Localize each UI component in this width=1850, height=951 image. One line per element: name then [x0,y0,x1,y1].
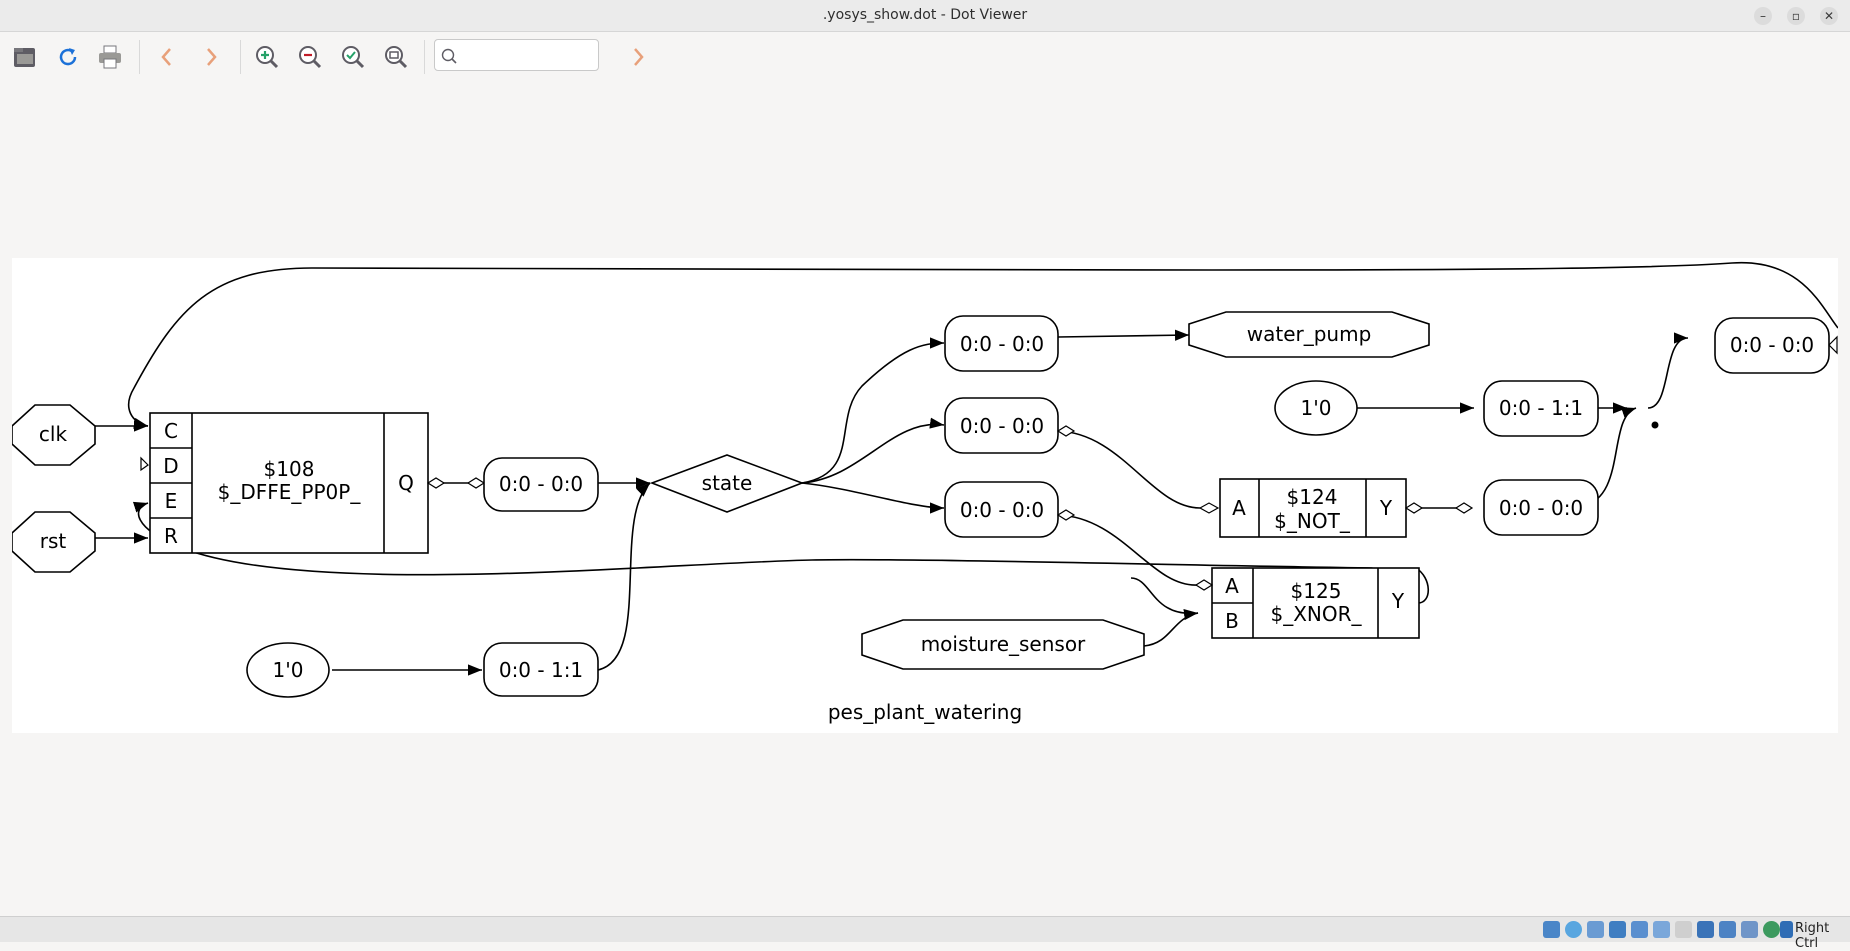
slice-q-label: 0:0 - 0:0 [499,472,583,496]
slice-pump-label: 0:0 - 0:0 [960,332,1044,356]
reload-icon[interactable] [55,44,81,70]
usb-icon[interactable] [1631,921,1648,938]
zoom-fit-icon[interactable] [340,44,366,70]
port-water-pump-label: water_pump [1247,322,1372,346]
slice-not-out [1483,479,1599,536]
open-file-icon[interactable] [12,44,38,70]
netlist-graph: clk rst C D E R $108 $_DFFE_PP0P_ Q 0:0 … [12,261,1838,724]
forward-icon[interactable] [198,44,224,70]
status-bar: Right Ctrl [0,916,1850,951]
disk-icon[interactable] [1543,921,1560,938]
guest-additions-icon[interactable] [1763,921,1780,938]
back-icon[interactable] [154,44,180,70]
maximize-button[interactable]: ▫ [1787,7,1805,25]
slice-not-out-label: 0:0 - 0:0 [1499,496,1583,520]
search-box[interactable] [434,39,599,71]
mouse-integration-icon[interactable] [1780,921,1793,938]
port-rst-label: rst [40,529,67,553]
slice-q [483,457,599,512]
close-button[interactable]: ✕ [1820,7,1838,25]
slice-const-1-label: 0:0 - 1:1 [499,658,583,682]
xnor-type: $_XNOR_ [1270,602,1362,626]
dffe-type: $_DFFE_PP0P_ [218,480,362,504]
port-rst [12,511,96,573]
dffe-pin-c: C [164,419,178,443]
find-next-icon[interactable] [625,44,651,70]
dffe-pin-d: D [163,454,178,478]
minimize-button[interactable]: – [1754,7,1772,25]
xnor-id: $125 [1291,579,1342,603]
optical-drive-icon[interactable] [1565,921,1582,938]
shared-folder-icon[interactable] [1653,921,1670,938]
port-water-pump [1188,311,1430,358]
not-pin-a: A [1232,496,1246,520]
slice-const-2 [1483,380,1599,437]
const-c1-label: 1'0 [273,658,304,682]
cell-not [1219,478,1407,538]
xnor-pin-y: Y [1391,589,1405,613]
port-clk [12,404,96,466]
dffe-pin-q: Q [398,471,414,495]
slice-not-in [944,397,1059,454]
slice-not-in-label: 0:0 - 0:0 [960,414,1044,438]
graph-canvas: clk rst C D E R $108 $_DFFE_PP0P_ Q 0:0 … [12,258,1838,733]
slice-pump [944,315,1059,372]
print-icon[interactable] [97,44,123,70]
port-moisture-sensor [861,619,1145,670]
slice-feedback-label: 0:0 - 0:0 [1730,333,1814,357]
net-junction [1651,421,1659,429]
audio-icon[interactable] [1587,921,1604,938]
dffe-pin-e: E [165,489,178,513]
search-input[interactable] [463,45,595,67]
state-node [649,454,805,513]
dffe-id: $108 [264,457,315,481]
slice-xnor-in-label: 0:0 - 0:0 [960,498,1044,522]
not-id: $124 [1287,485,1338,509]
const-c1 [246,642,330,698]
module-name: pes_plant_watering [828,700,1022,724]
find-icon [441,48,457,64]
display-icon[interactable] [1675,921,1692,938]
const-c2 [1274,380,1358,436]
not-type: $_NOT_ [1274,509,1351,533]
slice-const-2-label: 0:0 - 1:1 [1499,396,1583,420]
xnor-pin-a: A [1225,574,1239,598]
host-key-label: Right Ctrl [1795,921,1830,951]
not-pin-y: Y [1379,496,1393,520]
window-title: .yosys_show.dot - Dot Viewer [822,7,1028,23]
network-icon[interactable] [1609,921,1626,938]
screen-icon[interactable] [1697,921,1714,938]
toolbar [0,32,1850,80]
recording-icon[interactable] [1719,921,1736,938]
const-c2-label: 1'0 [1301,396,1332,420]
port-clk-label: clk [39,422,68,446]
zoom-out-icon[interactable] [297,44,323,70]
dffe-pin-r: R [164,524,178,548]
zoom-in-icon[interactable] [254,44,280,70]
xnor-pin-b: B [1225,609,1239,633]
state-label: state [702,471,753,495]
slice-const-1 [483,642,599,697]
cell-dffe [149,412,429,554]
port-moisture-sensor-label: moisture_sensor [921,632,1086,656]
title-bar: .yosys_show.dot - Dot Viewer – ▫ ✕ [0,0,1850,32]
zoom-100-icon[interactable] [383,44,409,70]
slice-xnor-in [944,481,1059,538]
cpu-icon[interactable] [1741,921,1758,938]
